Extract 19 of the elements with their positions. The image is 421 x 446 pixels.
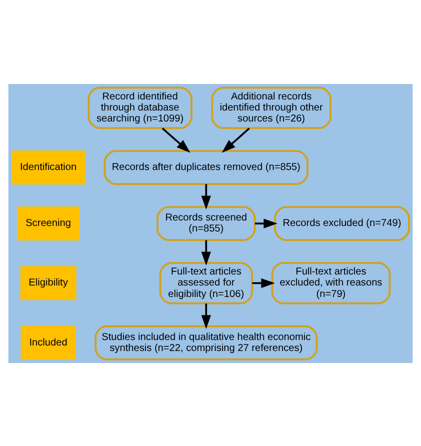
arrow — [254, 218, 278, 228]
node-box: Additional records identified through other sources (n=26) — [211, 86, 332, 128]
arrow — [252, 278, 275, 288]
node-box: Full-text articles excluded, with reasons (n=79) — [271, 262, 391, 304]
node-box: Screening — [17, 206, 80, 240]
node-box: Studies included in qualitative health economic synthesis (n=22, comprising 27 references) — [94, 324, 318, 360]
node-box: Identification — [12, 150, 85, 184]
node-box: Records after duplicates removed (n=855) — [104, 150, 308, 184]
arrow — [201, 303, 211, 328]
node-box: Records screened (n=855) — [156, 206, 256, 240]
node-box: Eligibility — [20, 266, 76, 300]
arrow — [201, 240, 211, 266]
arrow — [201, 184, 211, 210]
node-box: Full-text articles assessed for eligibility (n=106) — [159, 262, 253, 304]
node-box: Record identified through database searching (n=1099) — [88, 86, 192, 128]
node-box: Records excluded (n=749) — [274, 206, 410, 240]
arrow — [162, 127, 190, 152]
arrow — [222, 127, 250, 152]
node-box: Included — [20, 325, 76, 360]
